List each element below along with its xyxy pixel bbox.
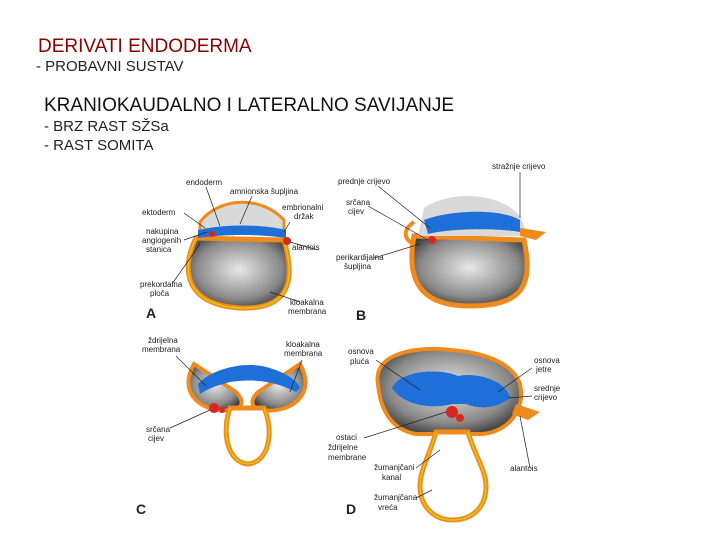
- label-srednje-crijevo-2: crijevo: [534, 393, 558, 402]
- bullet-item: - RAST SOMITA: [44, 137, 154, 154]
- label-srcana-cijev-b-2: cijev: [348, 207, 364, 216]
- label-amnionska-supljina: amnionska šupljina: [230, 187, 299, 196]
- label-ostaci-zdrijelne-membrane-2: ždrijelne: [328, 443, 358, 452]
- label-osnova-pluca: osnova: [348, 347, 374, 356]
- panel-a-embryo: [185, 200, 292, 311]
- panel-letter-c: C: [136, 501, 146, 517]
- label-alantois-d: alantois: [510, 464, 538, 473]
- label-zdrijelna-membrana-2: membrana: [142, 345, 181, 354]
- label-nakupina-2: angiogenih: [142, 236, 181, 245]
- label-nakupina: nakupina: [146, 227, 179, 236]
- label-osnova-pluca-2: pluća: [350, 357, 370, 366]
- label-embrionalni-drzak-2: držak: [294, 212, 315, 221]
- section-heading: KRANIOKAUDALNO I LATERALNO SAVIJANJE: [44, 95, 455, 116]
- label-srednje-crijevo: srednje: [534, 384, 561, 393]
- label-zumanjcana-vreca-2: vreća: [378, 503, 398, 512]
- label-srcana-cijev-b: srčana: [346, 198, 371, 207]
- label-srcana-cijev-c-2: cijev: [148, 434, 164, 443]
- panel-d-embryo: [375, 346, 540, 523]
- panel-c-embryo: [186, 361, 308, 467]
- slide-title: DERIVATI ENDODERMA: [38, 36, 252, 57]
- label-kloakalna-membrana-c: kloakalna: [286, 340, 320, 349]
- label-kloakalna-membrana-c-2: membrana: [284, 349, 323, 358]
- label-straznje-crijevo: stražnje crijevo: [492, 162, 546, 171]
- label-nakupina-3: stanica: [146, 245, 172, 254]
- label-osnova-jetre-2: jetre: [535, 365, 552, 374]
- subtitle-probavni-sustav: - PROBAVNI SUSTAV: [36, 58, 184, 75]
- label-zumanjcani-kanal-2: kanal: [382, 473, 401, 482]
- panel-letter-d: D: [346, 501, 356, 517]
- label-kloakalna-membrana-a: kloakalna: [290, 298, 324, 307]
- panel-letter-a: A: [146, 305, 156, 321]
- label-perikardijalna-supljina-2: šupljina: [344, 262, 372, 271]
- label-endoderm: endoderm: [186, 178, 222, 187]
- label-zumanjcani-kanal: žumanjčani: [374, 463, 415, 472]
- label-osnova-jetre: osnova: [534, 356, 560, 365]
- label-ostaci-zdrijelne-membrane: ostaci: [336, 433, 357, 442]
- label-alantois-a: alantois: [292, 243, 320, 252]
- label-prekordalna-ploca-2: ploča: [150, 289, 170, 298]
- label-ostaci-zdrijelne-membrane-3: membrane: [328, 453, 367, 462]
- label-kloakalna-membrana-a-2: membrana: [288, 307, 327, 316]
- panel-letter-b: B: [356, 307, 366, 323]
- bullet-item: - BRZ RAST SŽSa: [44, 118, 169, 135]
- panel-b-embryo: [403, 196, 546, 309]
- label-srcana-cijev-c: srčana: [146, 425, 171, 434]
- label-prednje-crijevo: prednje crijevo: [338, 177, 391, 186]
- label-ektoderm: ektoderm: [142, 208, 176, 217]
- label-zdrijelna-membrana: ždrijelna: [148, 336, 178, 345]
- label-zumanjcana-vreca: žumanjčana: [374, 493, 418, 502]
- label-perikardijalna-supljina: perikardijalna: [336, 253, 384, 262]
- label-prekordalna-ploca: prekordalna: [140, 280, 183, 289]
- label-embrionalni-drzak: embrionalni: [282, 203, 324, 212]
